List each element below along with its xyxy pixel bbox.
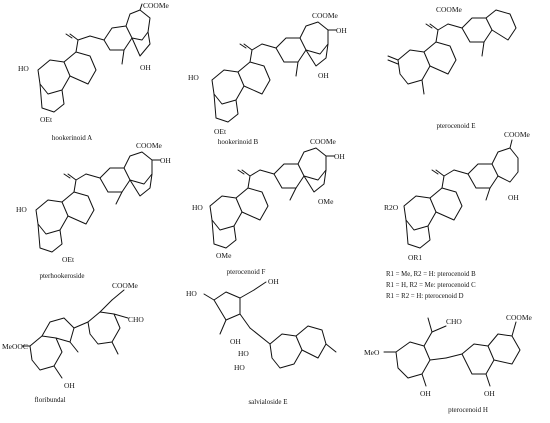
label-cho: CHO (446, 317, 462, 326)
caption-pterhookeroside: pterhookeroside (39, 272, 84, 280)
label-meo: MeO (364, 348, 380, 357)
label-ome: OMe (318, 197, 334, 206)
label-coome: COOMe (506, 313, 533, 322)
label-coome: COOMe (143, 1, 170, 10)
label-meooc: MeOOC (2, 342, 28, 351)
label-coome: COOMe (112, 281, 139, 290)
compound-pterocenoid-bcd: COOMe R2O OR1 OH R1 = Me, R2 = H: pteroc… (384, 130, 531, 300)
label-coome: COOMe (504, 130, 531, 139)
caption-pterocenoid-h: pterocenoid H (448, 406, 488, 414)
label-coome: COOMe (436, 5, 463, 14)
label-oh: OH (140, 63, 151, 72)
legend-line-2: R1 = H, R2 = Me: pterocenoid C (386, 282, 476, 289)
compound-pterocenoid-h: CHO COOMe MeO OH OH pterocenoid H (364, 313, 533, 414)
label-oh: OH (268, 277, 279, 286)
label-oet: OEt (40, 115, 53, 124)
caption-floribundal: floribundal (34, 396, 65, 404)
compound-salvialoside-e: OH OH HO HO HO salvialoside E (186, 277, 337, 406)
compound-floribundal: COOMe MeOOC CHO OH floribundal (2, 281, 144, 404)
caption-hookerinoid-a: hookerinoid A (52, 134, 92, 142)
compound-pterocenoid-f: COOMe OH HO OMe OMe pterocenoid F (192, 137, 345, 276)
label-ho: HO (238, 349, 249, 358)
label-coome: COOMe (310, 137, 337, 146)
label-r2o: R2O (384, 203, 399, 212)
label-ho: HO (188, 73, 199, 82)
caption-hookerinoid-b: hookerinoid B (218, 138, 259, 146)
label-oh: OH (160, 156, 171, 165)
caption-salvialoside-e: salvialoside E (248, 398, 287, 406)
compound-hookerinoid-a: COOMe HO OH OEt hookerinoid A (18, 1, 170, 142)
label-coome: COOMe (136, 141, 163, 150)
label-oet: OEt (62, 255, 75, 264)
label-oh: OH (318, 71, 329, 80)
legend-line-1: R1 = Me, R2 = H: pterocenoid B (386, 271, 476, 278)
label-oh: OH (334, 152, 345, 161)
label-ho: HO (16, 205, 27, 214)
label-ho: HO (192, 203, 203, 212)
label-oh: OH (230, 337, 241, 346)
label-oh: OH (508, 193, 519, 202)
label-ome: OMe (216, 251, 232, 260)
label-coome: COOMe (312, 11, 339, 20)
label-oh: OH (420, 389, 431, 398)
legend-line-3: R1 = R2 = H: pterocenoid D (386, 293, 464, 300)
label-oh: OH (484, 389, 495, 398)
label-cho: CHO (128, 315, 144, 324)
compound-pterhookeroside: COOMe OH HO OEt pterhookeroside (16, 141, 171, 280)
compound-hookerinoid-b: COOMe OH HO OEt OH hookerinoid B (188, 11, 347, 146)
compound-pterocenoid-e: COOMe pterocenoid E (387, 5, 517, 130)
label-ho: HO (186, 289, 197, 298)
label-ho: HO (234, 363, 245, 372)
label-oh: OH (336, 26, 347, 35)
label-oet: OEt (214, 127, 227, 136)
caption-pterocenoid-f: pterocenoid F (227, 268, 266, 276)
label-ho: HO (18, 64, 29, 73)
caption-pterocenoid-e: pterocenoid E (436, 122, 475, 130)
label-or1: OR1 (408, 253, 422, 262)
label-oh: OH (64, 381, 75, 390)
